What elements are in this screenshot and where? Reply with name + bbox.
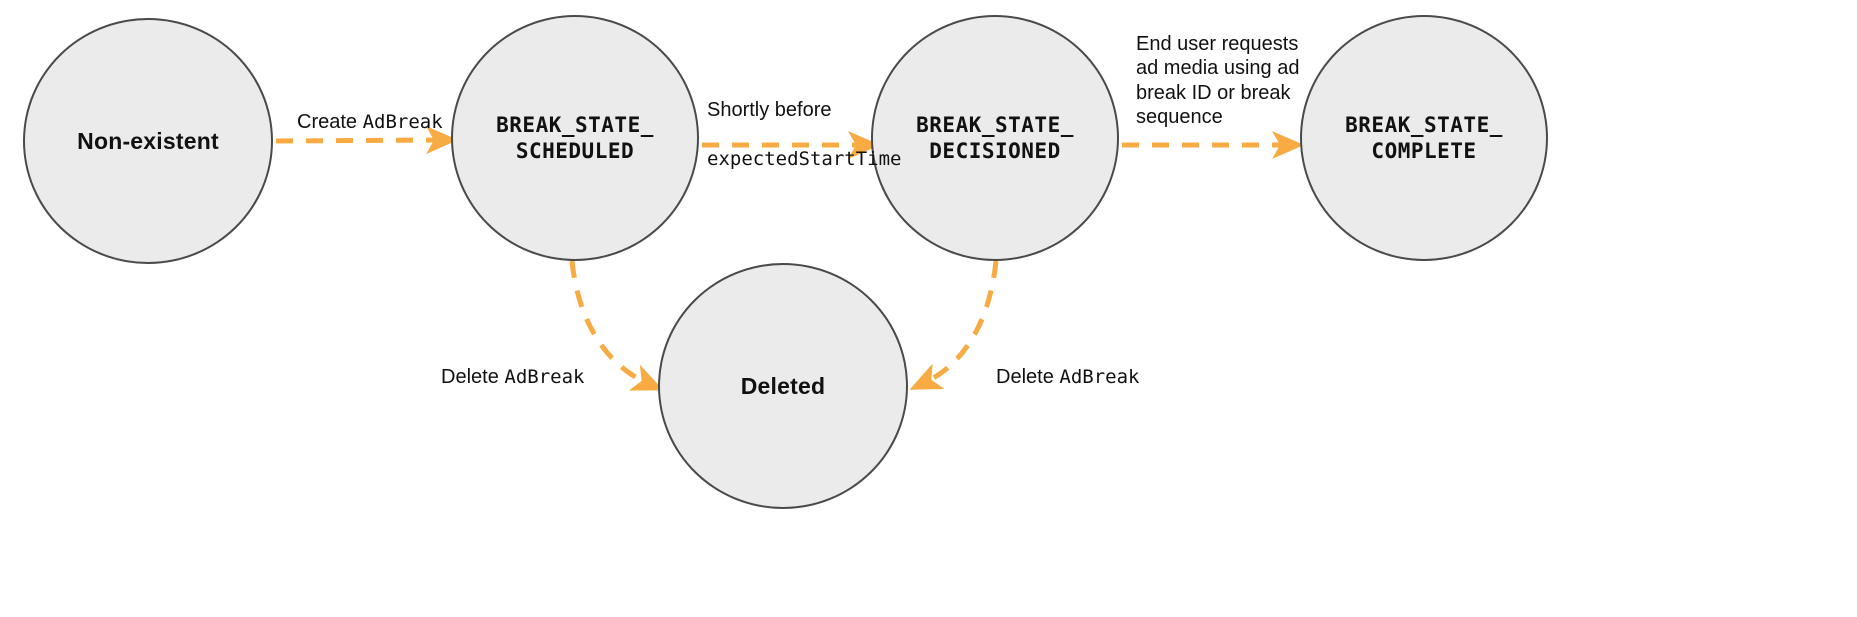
edge-label-delete-adbreak-from-decisioned: Delete AdBreak (996, 341, 1139, 390)
edge-label-part-text: Delete (996, 366, 1060, 389)
state-node-label: BREAK_STATE_ SCHEDULED (496, 112, 654, 163)
edge-create-adbreak (275, 126, 458, 155)
edge-label-part-text: Create (297, 111, 363, 134)
edge-delete-adbreak-from-decisioned (909, 260, 999, 390)
edge-label-create-adbreak: Create AdBreak (297, 86, 443, 135)
edge-label-shortly-before-expected-start-time: Shortly before expectedStartTime (707, 74, 901, 196)
state-node-label: Deleted (740, 372, 826, 399)
edge-label-part-code: expectedStartTime (707, 148, 902, 171)
edge-delete-adbreak-from-scheduled (569, 260, 664, 391)
state-node-non-existent[interactable]: Non-existent (23, 18, 273, 264)
edge-label-part-code: AdBreak (362, 111, 443, 134)
edge-label-delete-adbreak-from-scheduled: Delete AdBreak (441, 341, 584, 390)
state-node-label: Non-existent (77, 127, 219, 154)
state-node-break-state-complete[interactable]: BREAK_STATE_ COMPLETE (1300, 15, 1548, 261)
edge-label-part-code: AdBreak (1059, 366, 1140, 389)
edge-label-part-text: Delete (441, 366, 505, 389)
edge-label-part-text: Shortly before (707, 99, 832, 122)
edge-label-part-code: AdBreak (504, 366, 585, 389)
state-node-label: BREAK_STATE_ COMPLETE (1345, 112, 1503, 163)
state-node-deleted[interactable]: Deleted (658, 263, 908, 509)
state-node-break-state-decisioned[interactable]: BREAK_STATE_ DECISIONED (871, 15, 1119, 261)
edge-label-end-user-requests-ad-media: End user requests ad media using ad brea… (1136, 33, 1300, 129)
state-node-label: BREAK_STATE_ DECISIONED (916, 112, 1074, 163)
state-node-break-state-scheduled[interactable]: BREAK_STATE_ SCHEDULED (451, 15, 699, 261)
